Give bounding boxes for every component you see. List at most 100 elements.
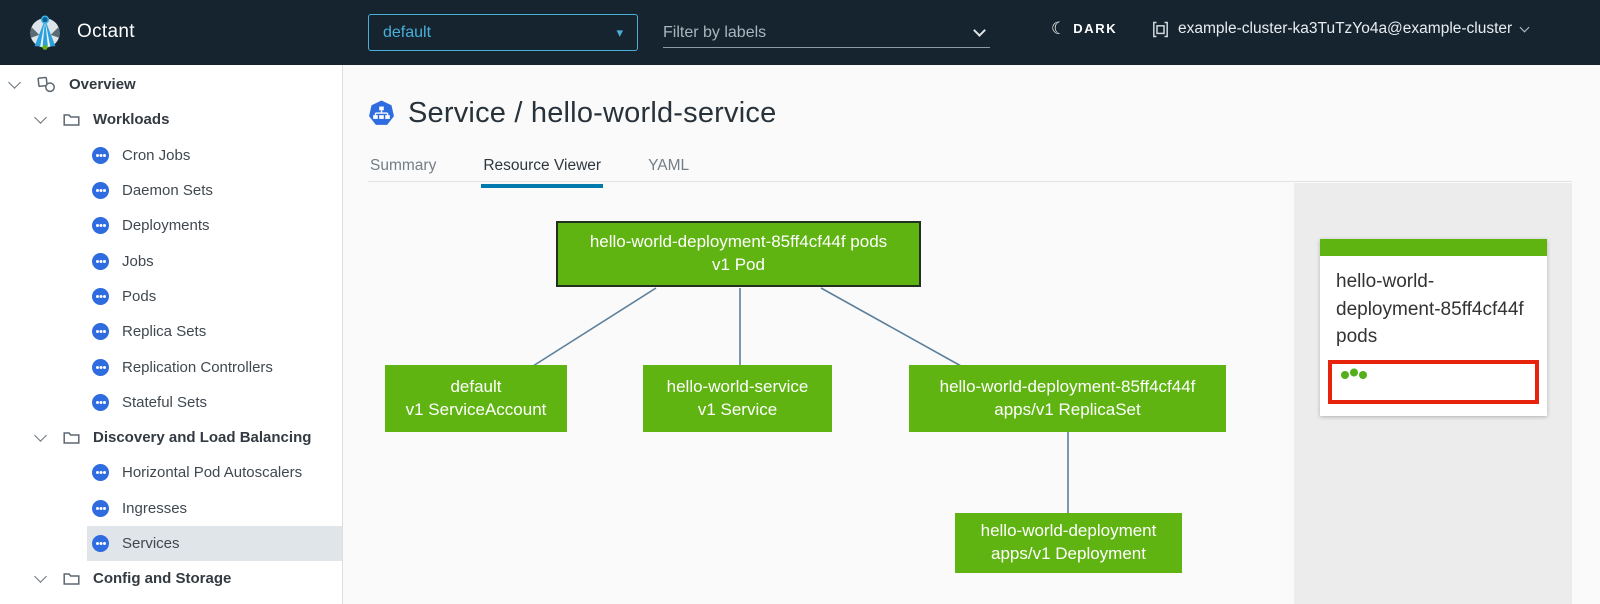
pod-status-dot xyxy=(1359,370,1367,379)
chevron-down-icon[interactable] xyxy=(34,111,47,125)
octant-logo-icon xyxy=(30,15,60,50)
detail-panel: hello-world-deployment-85ff4cf44f pods xyxy=(1294,183,1572,604)
chevron-down-icon[interactable] xyxy=(8,76,21,90)
node-subtitle: v1 ServiceAccount xyxy=(405,399,547,419)
deployments-icon xyxy=(92,217,109,235)
sidebar-item-pods[interactable]: Pods xyxy=(0,279,342,314)
sidebar-item-daemon-sets[interactable]: Daemon Sets xyxy=(0,173,342,208)
node-title: default xyxy=(450,376,502,396)
sidebar-item-label: Stateful Sets xyxy=(122,393,208,411)
cluster-context-label: example-cluster-ka3TuTzYo4a@example-clus… xyxy=(1178,20,1513,37)
namespace-value: default xyxy=(383,23,432,41)
hpa-icon xyxy=(92,464,109,482)
cluster-icon xyxy=(1153,21,1168,37)
main-content: Service / hello-world-service Summary Re… xyxy=(343,65,1600,604)
namespace-select[interactable]: default ▾ xyxy=(368,14,638,51)
graph-node-deployment[interactable]: hello-world-deployment apps/v1 Deploymen… xyxy=(955,513,1182,573)
node-subtitle: apps/v1 ReplicaSet xyxy=(994,399,1141,419)
tab-summary[interactable]: Summary xyxy=(370,157,437,174)
pods-icon xyxy=(92,287,109,305)
graph-node-pod[interactable]: hello-world-deployment-85ff4cf44f pods v… xyxy=(556,221,921,287)
sidebar-item-label: Workloads xyxy=(93,111,170,129)
sidebar-item-horizontal-pod-autoscalers[interactable]: Horizontal Pod Autoscalers xyxy=(0,455,342,490)
graph-node-replicaset[interactable]: hello-world-deployment-85ff4cf44f apps/v… xyxy=(909,365,1226,432)
node-title: hello-world-deployment-85ff4cf44f pods xyxy=(589,232,888,252)
sidebar-item-label: Deployments xyxy=(122,217,210,235)
overview-icon xyxy=(37,76,56,93)
daemonsets-icon xyxy=(92,182,109,200)
app-title: Octant xyxy=(77,21,135,42)
theme-toggle[interactable]: ☾ DARK xyxy=(1051,20,1117,37)
sidebar-item-label: Config and Storage xyxy=(93,570,232,588)
moon-icon: ☾ xyxy=(1051,19,1067,38)
graph-node-serviceaccount[interactable]: default v1 ServiceAccount xyxy=(385,365,567,432)
node-title: hello-world-service xyxy=(666,376,809,396)
sidebar-item-overview[interactable]: Overview xyxy=(0,67,342,102)
sidebar-item-services[interactable]: Services xyxy=(0,525,342,562)
sidebar-item-label: Daemon Sets xyxy=(122,182,213,200)
sidebar-item-ingresses[interactable]: Ingresses xyxy=(0,491,342,526)
sidebar-item-label: Overview xyxy=(69,76,136,94)
cronjobs-icon xyxy=(92,146,109,164)
sidebar-item-replication-controllers[interactable]: Replication Controllers xyxy=(0,349,342,384)
node-title: hello-world-deployment-85ff4cf44f xyxy=(939,376,1196,396)
sidebar-item-deployments[interactable]: Deployments xyxy=(0,208,342,243)
sidebar-item-label: Replication Controllers xyxy=(122,358,273,376)
theme-toggle-label: DARK xyxy=(1073,21,1118,36)
selected-resource-card[interactable]: hello-world-deployment-85ff4cf44f pods xyxy=(1320,239,1547,416)
label-filter-input[interactable] xyxy=(663,18,990,48)
card-status-bar xyxy=(1320,239,1547,256)
tab-yaml[interactable]: YAML xyxy=(648,157,690,174)
folder-icon xyxy=(63,112,80,127)
services-icon xyxy=(92,535,109,552)
edge-pod-replicaset xyxy=(820,287,962,367)
card-body: hello-world-deployment-85ff4cf44f pods xyxy=(1320,256,1547,416)
replication-controllers-icon xyxy=(92,358,109,376)
tab-divider xyxy=(368,181,1572,182)
service-icon xyxy=(369,100,394,125)
sidebar-item-stateful-sets[interactable]: Stateful Sets xyxy=(0,385,342,420)
brand: Octant xyxy=(26,13,135,51)
node-title: hello-world-deployment xyxy=(980,521,1157,541)
cluster-selector[interactable]: example-cluster-ka3TuTzYo4a@example-clus… xyxy=(1152,20,1530,38)
graph-edges xyxy=(532,287,1069,513)
sidebar-item-label: Replica Sets xyxy=(122,323,207,341)
folder-icon xyxy=(63,571,80,586)
sidebar-item-label: Horizontal Pod Autoscalers xyxy=(122,464,303,482)
statefulsets-icon xyxy=(92,393,109,411)
sidebar-item-config-and-storage[interactable]: Config and Storage xyxy=(0,561,342,596)
edge-pod-serviceaccount xyxy=(532,287,657,367)
node-subtitle: v1 Pod xyxy=(712,255,765,274)
replicasets-icon xyxy=(92,323,109,341)
sidebar-item-label: Services xyxy=(122,535,180,552)
sidebar-item-label: Ingresses xyxy=(122,499,188,517)
chevron-down-icon xyxy=(1519,22,1530,33)
caret-down-icon: ▾ xyxy=(616,24,623,40)
folder-icon xyxy=(63,430,80,445)
sidebar-item-label: Pods xyxy=(122,287,157,305)
sidebar-item-workloads[interactable]: Workloads xyxy=(0,102,342,137)
label-filter xyxy=(663,18,990,48)
sidebar-item-jobs[interactable]: Jobs xyxy=(0,243,342,278)
page-title-text: Service / hello-world-service xyxy=(408,97,777,129)
sidebar-item-replica-sets[interactable]: Replica Sets xyxy=(0,314,342,349)
tab-bar: Summary Resource Viewer YAML xyxy=(368,153,734,188)
sidebar-item-discovery-and-load-balancing[interactable]: Discovery and Load Balancing xyxy=(0,420,342,455)
sidebar-item-label: Cron Jobs xyxy=(122,146,191,164)
status-dots xyxy=(1341,368,1368,388)
sidebar-item-label: Discovery and Load Balancing xyxy=(93,429,312,447)
sidebar-item-cron-jobs[interactable]: Cron Jobs xyxy=(0,138,342,173)
graph-node-service[interactable]: hello-world-service v1 Service xyxy=(643,365,832,432)
node-subtitle: apps/v1 Deployment xyxy=(991,544,1146,563)
pod-status-box xyxy=(1328,359,1539,404)
pod-status-dot xyxy=(1341,370,1349,379)
card-title: hello-world-deployment-85ff4cf44f pods xyxy=(1336,271,1524,348)
node-subtitle: v1 Service xyxy=(697,399,778,419)
jobs-icon xyxy=(92,252,109,270)
chevron-down-icon[interactable] xyxy=(34,570,47,584)
chevron-down-icon[interactable] xyxy=(34,429,47,442)
sidebar-nav: Overview Workloads Cron Jobs Daemon Sets… xyxy=(0,65,343,604)
ingresses-icon xyxy=(92,499,109,517)
tab-resource-viewer[interactable]: Resource Viewer xyxy=(481,153,604,188)
pod-status-dot xyxy=(1350,368,1358,377)
